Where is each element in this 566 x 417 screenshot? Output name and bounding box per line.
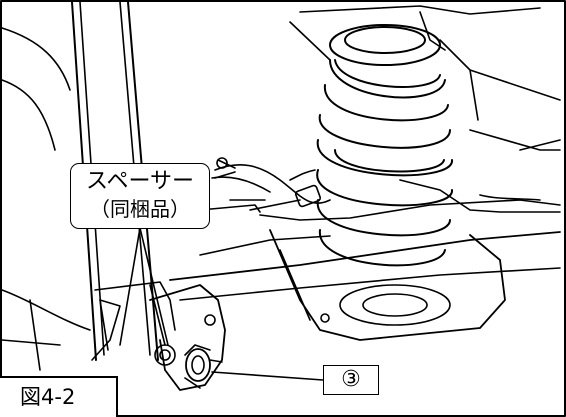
lower-mount-bracket (149, 284, 226, 391)
spacer-callout: スペーサー （同梱品） (70, 163, 210, 229)
coil-spring (316, 24, 454, 267)
part-reference-box: ③ (323, 365, 379, 395)
reference-leader (211, 371, 324, 381)
part-reference-number: ③ (341, 367, 361, 392)
leader-lines (119, 171, 236, 346)
spring-seat (269, 229, 506, 341)
mounting-bolt (184, 344, 223, 389)
figure-label: 図4-2 (0, 376, 118, 417)
spacer-included-note: （同梱品） (90, 197, 190, 221)
spacer-label: スペーサー (85, 169, 195, 194)
